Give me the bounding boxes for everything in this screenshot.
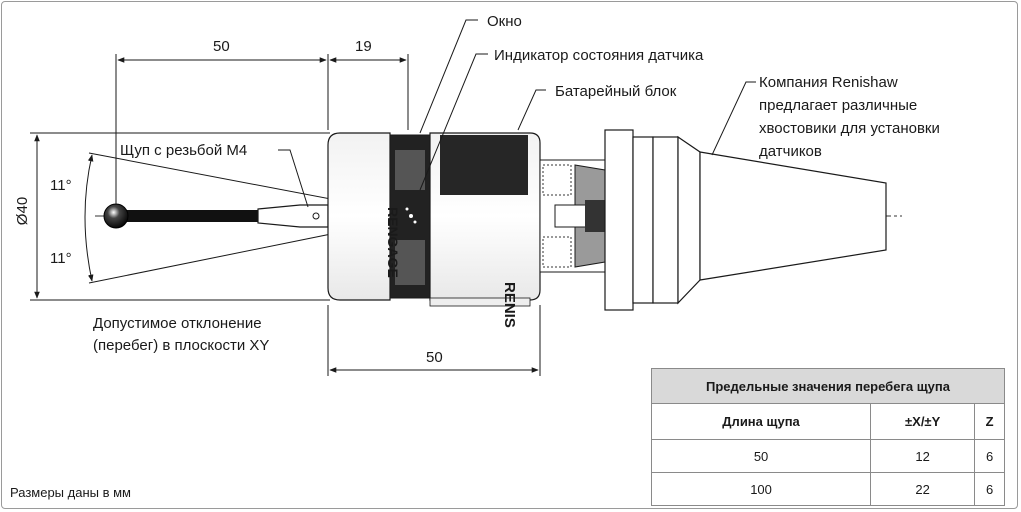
label-battery-unit: Батарейный блок xyxy=(555,83,677,100)
brand-body-text: RENIS xyxy=(501,282,518,328)
status-indicator-dot xyxy=(409,214,413,218)
table-row: 50 12 6 xyxy=(650,439,1005,473)
table-title: Предельные значения перебега щупа xyxy=(651,368,1005,404)
label-renishaw-4: датчиков xyxy=(759,143,822,160)
table-cell: 6 xyxy=(974,439,1005,473)
dim-top-right: 19 xyxy=(355,38,372,55)
taper-shank xyxy=(699,151,887,281)
window-detail-top xyxy=(395,150,425,190)
label-renishaw-2: предлагает различные xyxy=(759,97,917,114)
dim-bottom: 50 xyxy=(426,349,443,366)
stylus-ball xyxy=(103,203,129,229)
table-row: 100 22 6 xyxy=(650,472,1005,506)
stylus-hole xyxy=(312,212,320,220)
dim-top-left: 50 xyxy=(213,38,230,55)
leader-shank xyxy=(711,81,756,156)
label-overtravel-1: Допустимое отклонение xyxy=(93,315,262,332)
label-renishaw-1: Компания Renishaw xyxy=(759,74,898,91)
battery-cover xyxy=(440,135,528,195)
window-detail-bottom xyxy=(395,240,425,285)
brand-side-text: RENGAGE xyxy=(385,207,401,278)
table-cell: 12 xyxy=(870,439,976,473)
table-cell: 22 xyxy=(870,472,976,506)
label-renishaw-3: хвостовики для установки xyxy=(759,120,940,137)
dim-diameter: Ø40 xyxy=(14,197,31,225)
overtravel-table: Предельные значения перебега щупа Длина … xyxy=(650,368,1005,506)
leader-indicator xyxy=(419,53,488,191)
probe-front xyxy=(327,132,391,301)
table-header: ±X/±Y xyxy=(870,403,976,440)
label-stylus: Щуп с резьбой M4 xyxy=(120,142,247,159)
table-cell: 100 xyxy=(650,472,872,506)
table-header: Z xyxy=(974,403,1005,440)
footnote: Размеры даны в мм xyxy=(10,485,131,500)
stylus-holder xyxy=(257,204,329,228)
leader-battery xyxy=(517,89,546,131)
dim-angle-top: 11° xyxy=(50,177,72,194)
label-overtravel-2: (перебег) в плоскости XY xyxy=(93,337,269,354)
table-header: Длина щупа xyxy=(650,403,872,440)
label-status-indicator: Индикатор состояния датчика xyxy=(494,47,704,64)
tool-holder-flange xyxy=(604,129,634,311)
label-window: Окно xyxy=(487,13,522,30)
table-cell: 50 xyxy=(650,439,872,473)
leader-stylus xyxy=(278,149,309,208)
leader-window xyxy=(419,19,478,134)
table-cell: 6 xyxy=(974,472,1005,506)
angle-arc xyxy=(84,154,94,282)
dim-angle-bottom: 11° xyxy=(50,250,72,267)
stylus-shaft xyxy=(125,210,260,222)
